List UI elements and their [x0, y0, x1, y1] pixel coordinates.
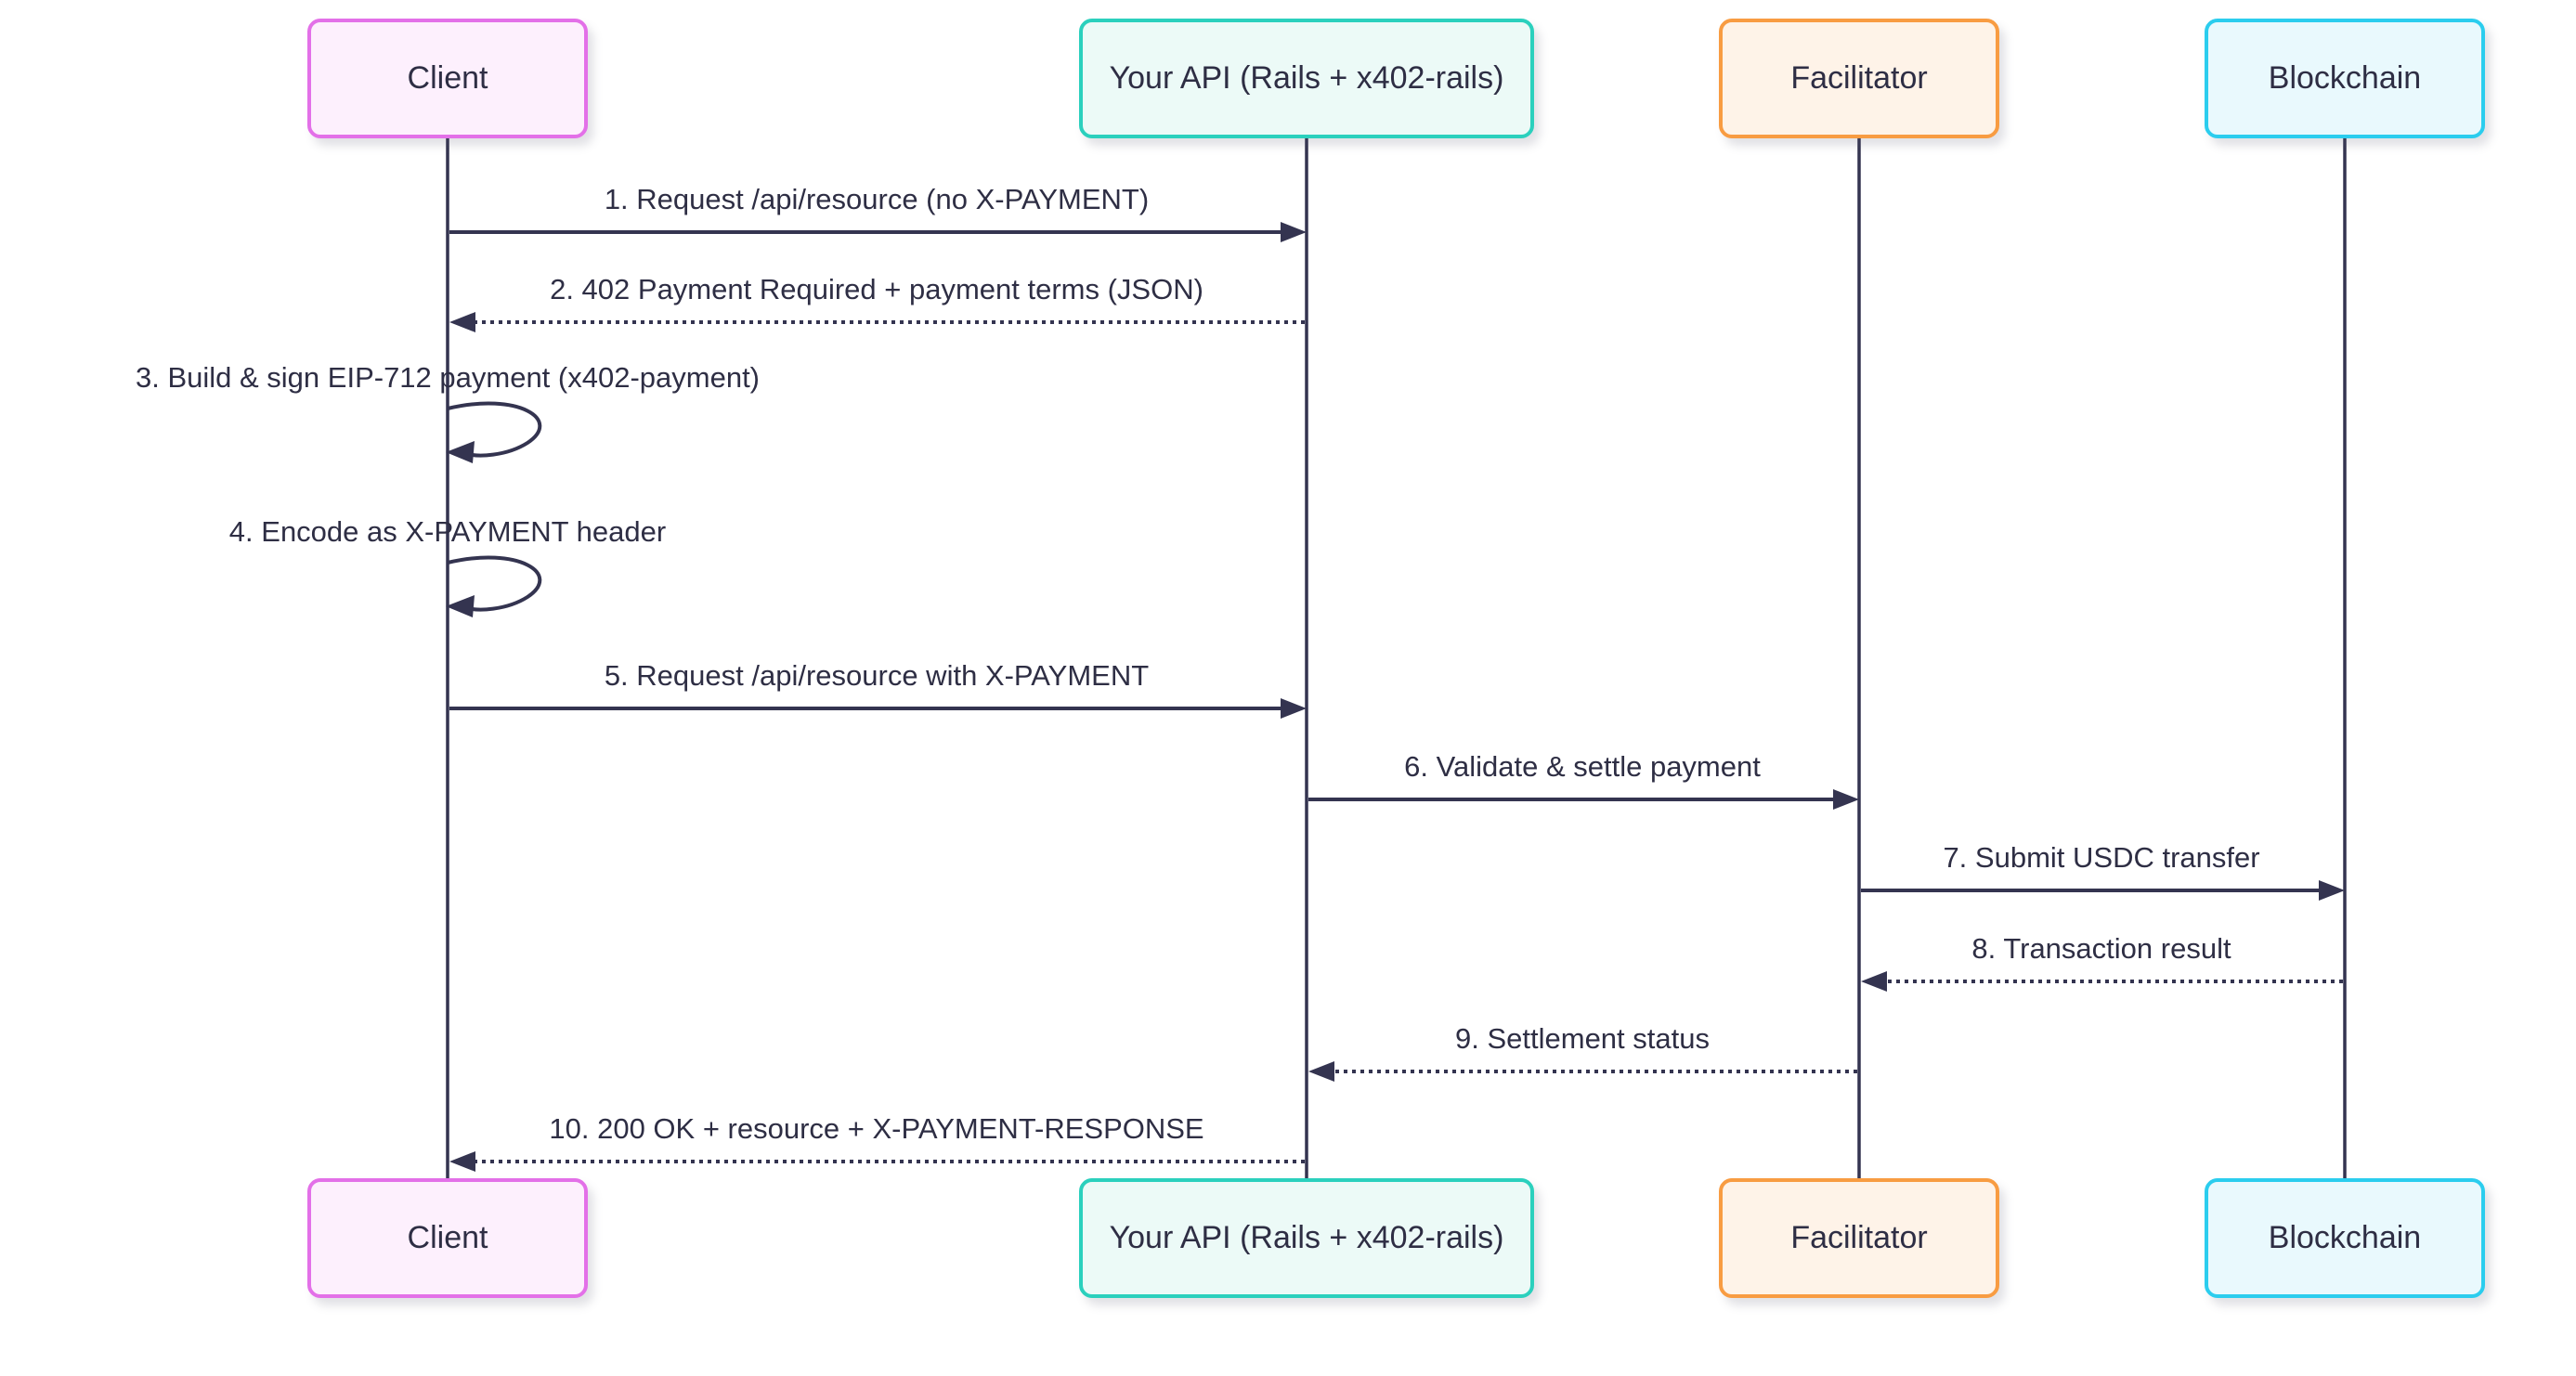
message-2-arrow [449, 312, 1305, 332]
message-5-arrow [449, 698, 1307, 719]
participant-facilitator-bottom: Facilitator [1719, 1178, 1999, 1298]
message-8-arrow [1861, 971, 2343, 992]
lifelines [446, 138, 2347, 1179]
message-1-label: 1. Request /api/resource (no X-PAYMENT) [604, 183, 1150, 215]
participant-blockchain-bottom: Blockchain [2205, 1178, 2485, 1298]
participant-blockchain-top: Blockchain [2205, 19, 2485, 138]
message-7-arrow [1861, 880, 2345, 901]
participant-facilitator-top-label: Facilitator [1790, 60, 1928, 96]
message-7-label: 7. Submit USDC transfer [1943, 841, 2260, 874]
message-4-label: 4. Encode as X-PAYMENT header [228, 515, 667, 548]
participant-client-bottom-label: Client [407, 1220, 488, 1255]
participant-facilitator-bottom-label: Facilitator [1790, 1220, 1928, 1255]
message-6-arrow [1308, 789, 1859, 810]
message-2-label: 2. 402 Payment Required + payment terms … [550, 273, 1203, 305]
participant-blockchain-top-label: Blockchain [2268, 60, 2422, 96]
message-9-label: 9. Settlement status [1455, 1022, 1710, 1055]
participant-api-top-label: Your API (Rails + x402-rails) [1109, 60, 1504, 96]
message-8-label: 8. Transaction result [1971, 932, 2231, 965]
participant-api-bottom: Your API (Rails + x402-rails) [1079, 1178, 1534, 1298]
message-3-self-loop [446, 401, 542, 463]
participant-client-bottom: Client [307, 1178, 588, 1298]
participant-api-top: Your API (Rails + x402-rails) [1079, 19, 1534, 138]
participant-facilitator-top: Facilitator [1719, 19, 1999, 138]
message-3-label: 3. Build & sign EIP-712 payment (x402-pa… [135, 361, 761, 394]
message-1-arrow [449, 222, 1307, 242]
message-4-self-loop [446, 555, 542, 617]
message-5-label: 5. Request /api/resource with X-PAYMENT [604, 659, 1150, 692]
participant-client-top-label: Client [407, 60, 488, 96]
message-9-arrow [1308, 1061, 1857, 1082]
message-6-label: 6. Validate & settle payment [1404, 750, 1761, 783]
participant-blockchain-bottom-label: Blockchain [2268, 1220, 2422, 1255]
message-10-label: 10. 200 OK + resource + X-PAYMENT-RESPON… [549, 1112, 1204, 1145]
participant-api-bottom-label: Your API (Rails + x402-rails) [1109, 1220, 1504, 1255]
participant-client-top: Client [307, 19, 588, 138]
message-10-arrow [449, 1151, 1305, 1172]
